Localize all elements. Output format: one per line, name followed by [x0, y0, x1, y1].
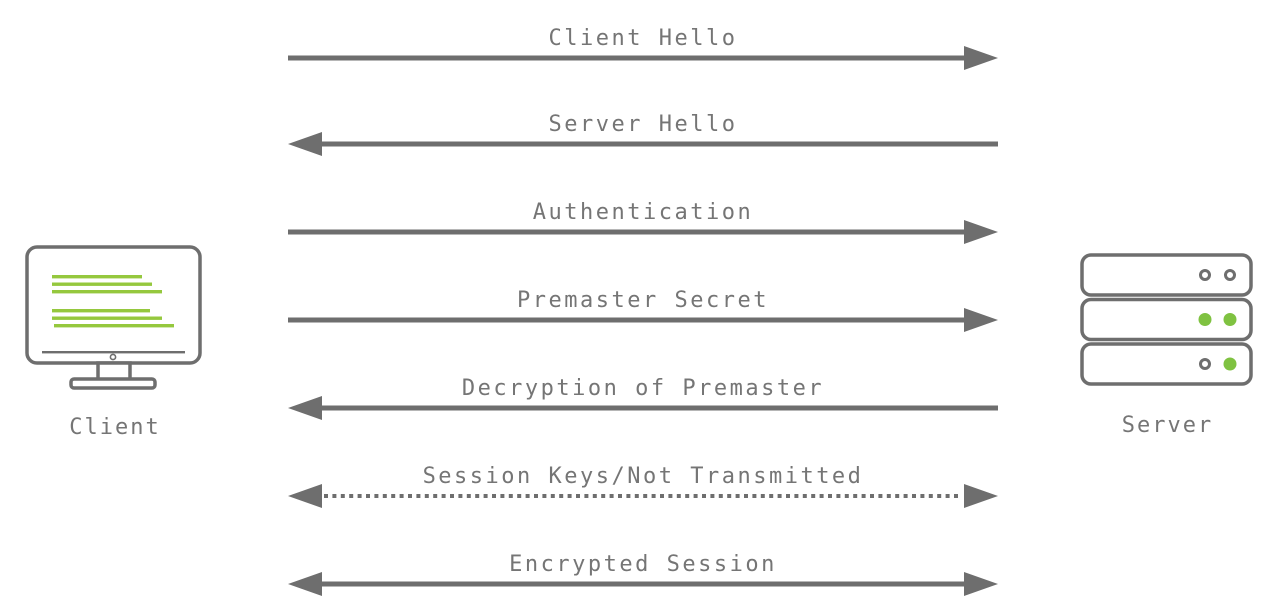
arrow-right-icon: [288, 220, 998, 244]
message-label: Decryption of Premaster: [461, 376, 825, 401]
message-row-encrypted-session: Encrypted Session: [288, 552, 998, 597]
monitor-screen: [25, 245, 202, 365]
client-monitor-icon: [25, 245, 202, 390]
message-label: Client Hello: [548, 26, 738, 51]
server-stack-icon: [1080, 253, 1253, 386]
server-unit-2: [1080, 297, 1253, 342]
arrow-left-icon: [288, 396, 998, 420]
arrow-right-icon: [288, 308, 998, 332]
message-row-decryption-of-premaster: Decryption of Premaster: [288, 376, 998, 421]
led-off-icon: [1199, 358, 1211, 370]
arrow-both-dotted-icon: [288, 484, 998, 508]
actor-client: Client: [25, 245, 205, 441]
server-unit-3: [1080, 342, 1253, 386]
server-label: Server: [1121, 413, 1214, 438]
client-label: Client: [69, 415, 161, 440]
arrow-left-icon: [288, 132, 998, 156]
led-off-icon: [1199, 269, 1211, 281]
message-row-premaster-secret: Premaster Secret: [288, 288, 998, 333]
led-off-icon: [1224, 269, 1236, 281]
message-label: Server Hello: [548, 112, 738, 137]
led-on-icon: [1198, 313, 1212, 326]
monitor-bezel-line: [42, 351, 185, 354]
message-label: Encrypted Session: [509, 552, 777, 577]
message-row-authentication: Authentication: [288, 200, 998, 245]
actor-server: Server: [1080, 253, 1255, 439]
led-on-icon: [1223, 313, 1237, 326]
message-row-session-keys: Session Keys/Not Transmitted: [288, 464, 998, 509]
led-on-icon: [1223, 357, 1237, 371]
arrow-both-icon: [288, 572, 998, 596]
monitor-power-dot: [109, 353, 117, 361]
monitor-stand-base: [69, 377, 157, 390]
screen-text-lines: [52, 275, 174, 328]
message-row-server-hello: Server Hello: [288, 112, 998, 157]
message-label: Authentication: [532, 200, 754, 225]
message-label: Session Keys/Not Transmitted: [422, 464, 864, 489]
message-label: Premaster Secret: [517, 288, 769, 313]
message-row-client-hello: Client Hello: [288, 26, 998, 71]
server-unit-1: [1080, 253, 1253, 297]
arrow-right-icon: [288, 46, 998, 70]
